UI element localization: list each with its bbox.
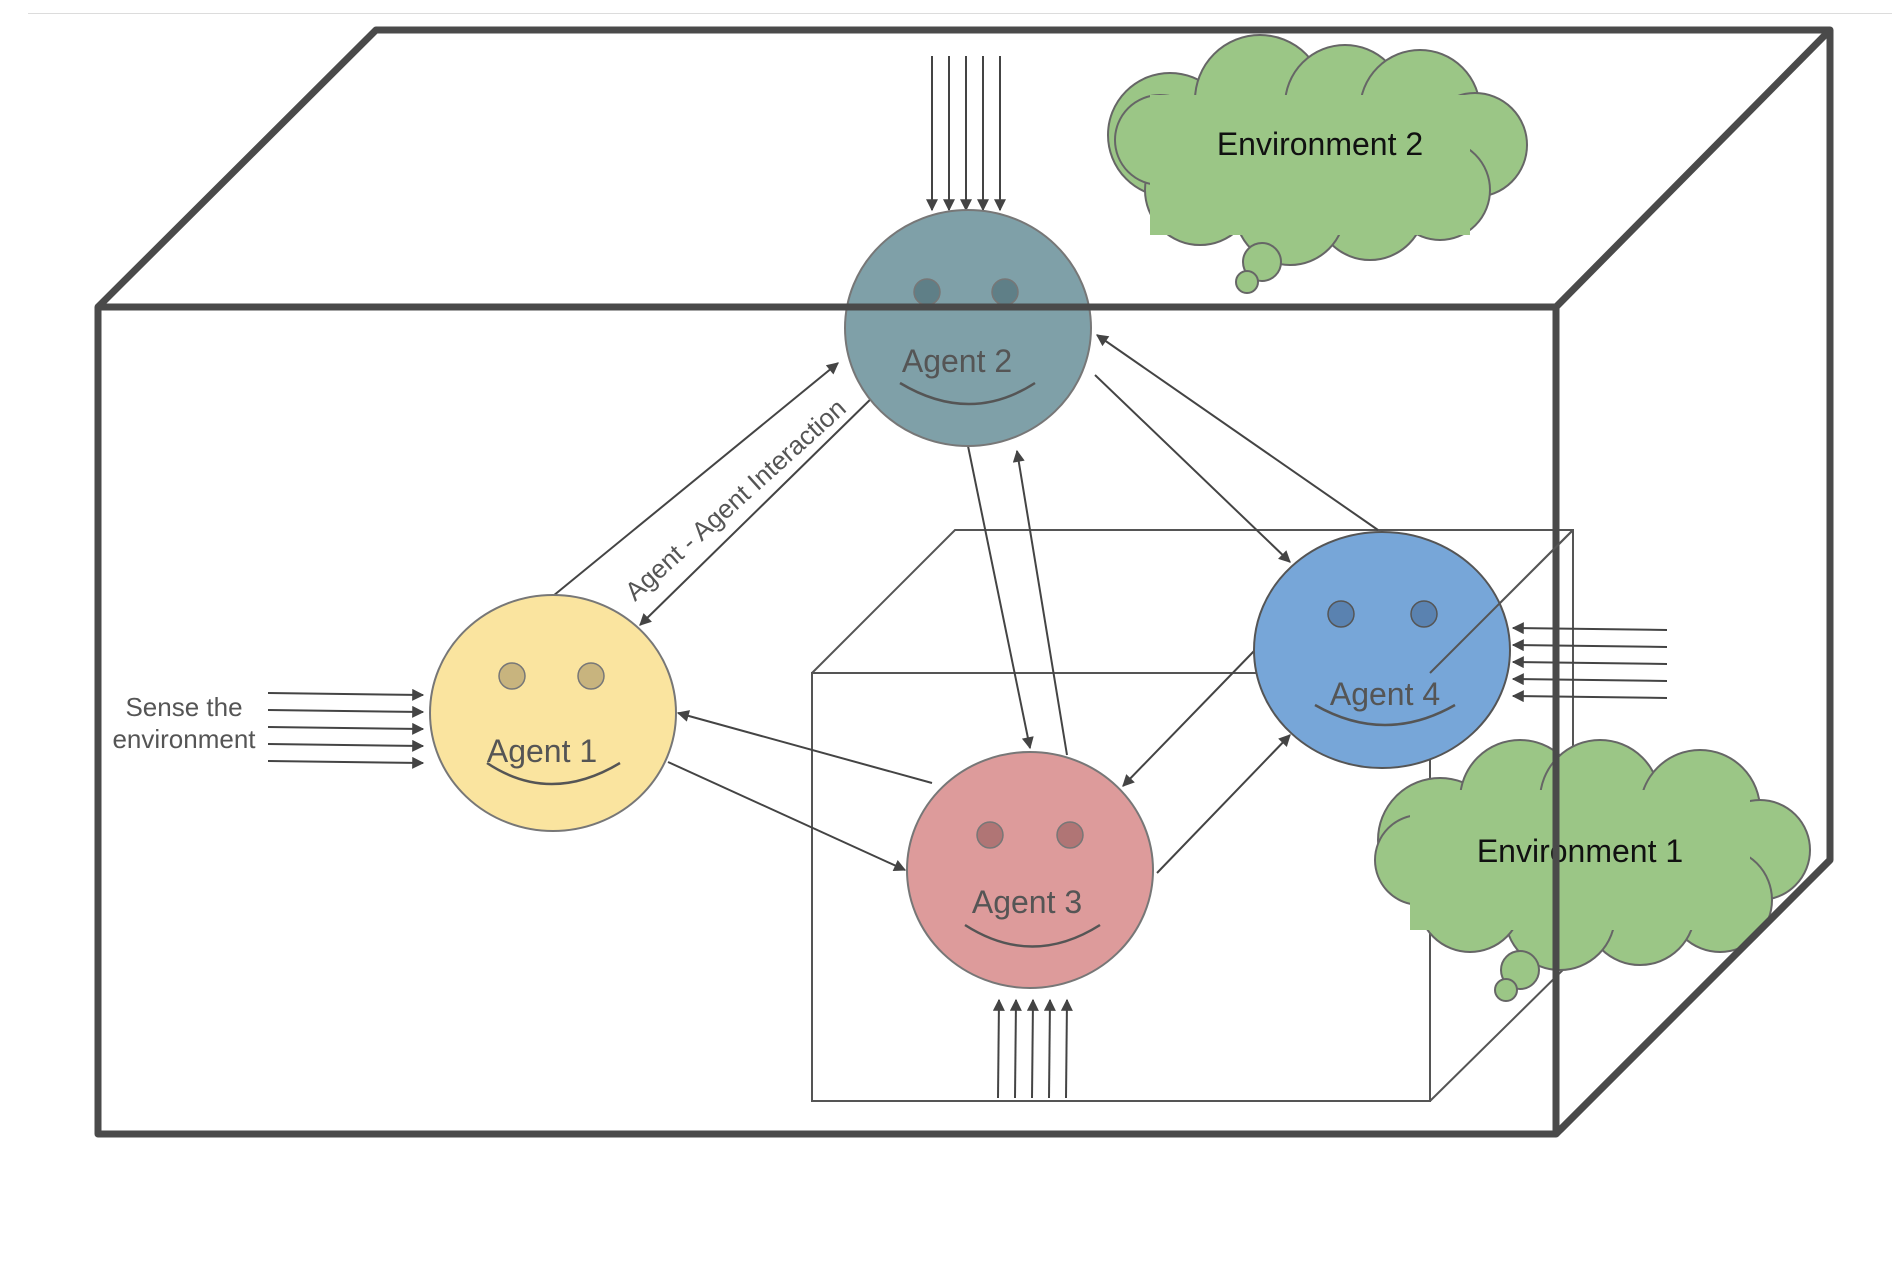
arrow-agent3-to-agent4 [1156, 734, 1291, 874]
arrow-agent4-to-agent3 [1122, 649, 1256, 787]
outer-box-back-edge-top-right [1553, 27, 1833, 310]
agent-3: Agent 3 [906, 751, 1154, 989]
arrow-agent1-to-agent2 [552, 362, 839, 597]
arrow-agent2-to-agent4 [1094, 374, 1291, 563]
arrow-agent2-to-agent1 [639, 389, 881, 626]
inner-box-overlay [1429, 529, 1574, 674]
sense-arrows-agent1 [267, 688, 425, 769]
arrow-agent1-to-agent3 [667, 761, 907, 871]
agent-4-label: Agent 4 [1330, 676, 1440, 712]
interaction-label: Agent - Agent Interaction [619, 393, 852, 607]
env2-fill [1150, 95, 1470, 235]
sense-arrows-agent4 [1511, 622, 1668, 703]
environment-2-label: Environment 2 [1217, 126, 1423, 162]
environment-1-cloud: Environment 1 [1374, 739, 1811, 1002]
agent-3-label: Agent 3 [972, 884, 1082, 920]
thought-bubble-small [1494, 978, 1518, 1002]
thought-bubble-small [1235, 270, 1259, 294]
agent-1-label: Agent 1 [487, 733, 597, 769]
sense-arrows-agent3 [992, 998, 1073, 1099]
sense-label-line2: environment [112, 724, 256, 754]
env1-fill [1410, 790, 1750, 930]
agent-2: Agent 2 [844, 209, 1092, 447]
sense-arrows-agent2 [926, 56, 1006, 212]
agent-2-label: Agent 2 [902, 343, 1012, 379]
environment-2-cloud: Environment 2 [1107, 34, 1528, 294]
agent-4: Agent 4 [1253, 531, 1511, 769]
environment-1-label: Environment 1 [1477, 833, 1683, 869]
sensing-arrows [267, 56, 1668, 1099]
arrow-agent3-to-agent2 [1012, 449, 1068, 756]
top-divider [28, 13, 1892, 14]
sense-label-line1: Sense the [125, 692, 242, 722]
agent-1: Agent 1 [429, 594, 677, 832]
arrow-agent3-to-agent1 [676, 710, 933, 784]
arrow-agent4-to-agent2 [1096, 334, 1379, 531]
arrow-agent2-to-agent3 [967, 445, 1034, 750]
interaction-arrows [552, 334, 1379, 874]
outer-box-front [94, 303, 1833, 1138]
